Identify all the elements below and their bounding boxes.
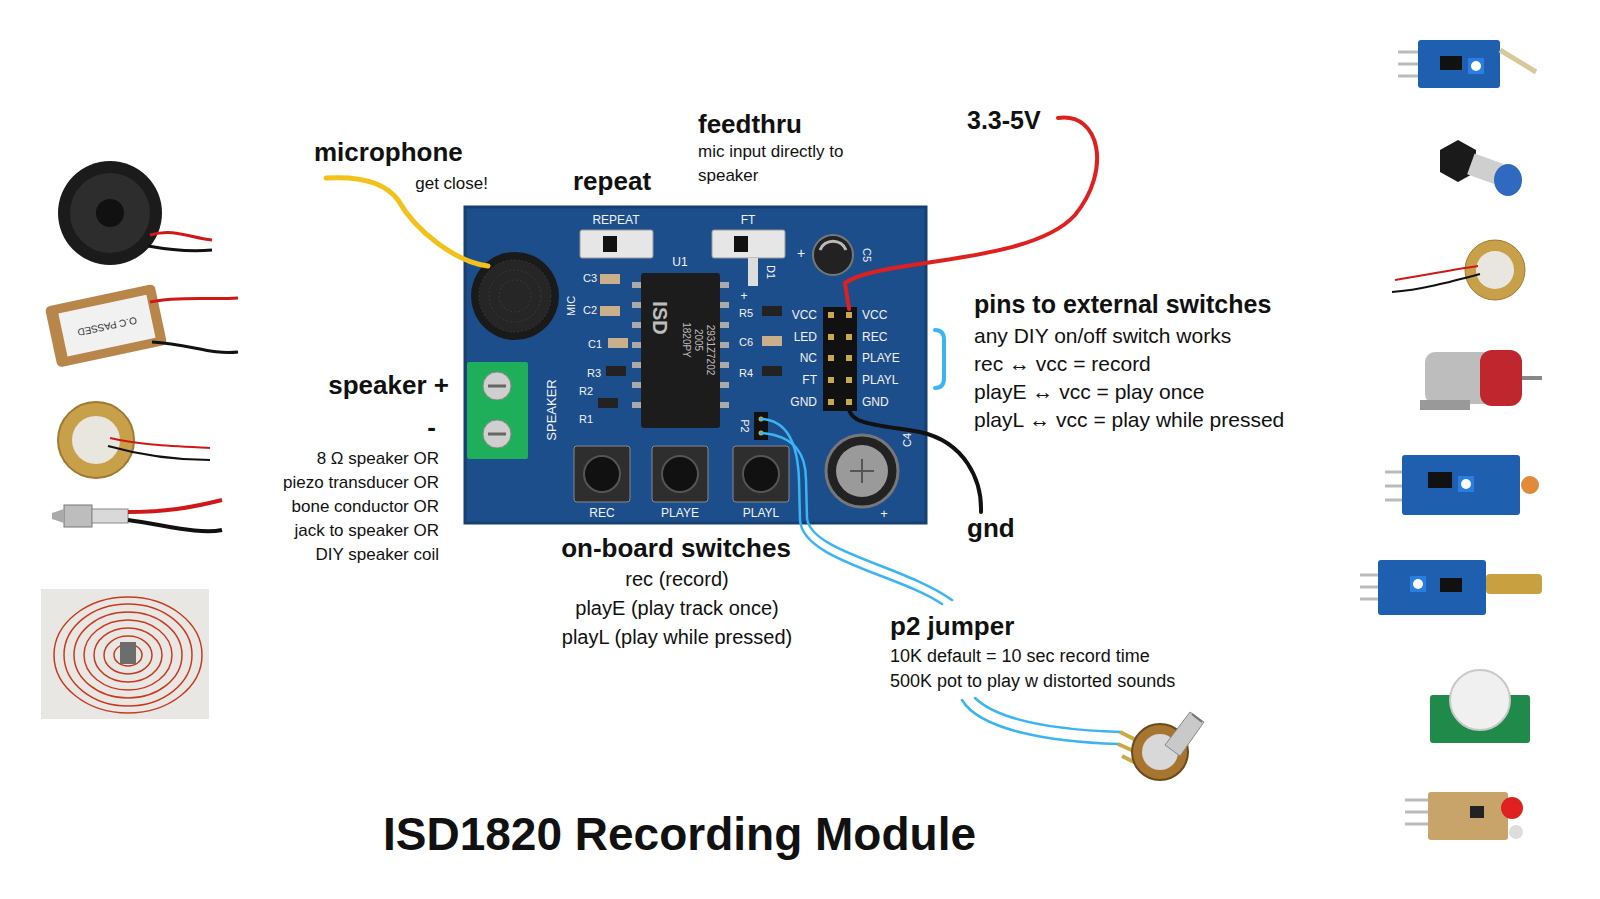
callout-note: 10K default = 10 sec record time: [890, 646, 1150, 668]
callout-heading: repeat: [573, 166, 651, 197]
pin-label: VCC: [792, 308, 817, 322]
pin-label: VCC: [862, 308, 887, 322]
callout-note: playE ↔ vcc = play once: [974, 379, 1205, 404]
callout-note: jack to speaker OR: [294, 521, 439, 541]
button-label: PLAYE: [661, 506, 699, 520]
callout-heading: on-board switches: [561, 533, 791, 564]
silkscreen-label: R5: [739, 307, 753, 320]
pin-label: NC: [800, 351, 817, 365]
callout-note: rec (record): [625, 567, 728, 591]
silkscreen-label: SPEAKER: [544, 379, 560, 440]
pin-label: GND: [790, 395, 817, 409]
pin-label: FT: [802, 373, 817, 387]
callout-heading: feedthru: [698, 109, 802, 140]
chip-marking: ISD: [648, 301, 672, 334]
callout-note: 8 Ω speaker OR: [317, 449, 439, 469]
pin-label: REC: [862, 330, 887, 344]
callout-heading: microphone: [314, 137, 463, 168]
pir-sensor: [1430, 670, 1530, 743]
silkscreen-label: C6: [739, 336, 753, 349]
potentiometer: [1118, 712, 1204, 780]
silkscreen-label: R1: [579, 413, 593, 426]
silkscreen-label: C4: [901, 433, 914, 447]
callout-heading: gnd: [967, 513, 1015, 544]
chip-marking: 1820PY: [680, 322, 692, 358]
light-sensor-module: [1385, 455, 1539, 515]
voltage-label: 3.3-5V: [967, 105, 1041, 135]
laser-module: [1405, 792, 1523, 840]
round-speaker: [58, 161, 212, 265]
push-button: [1440, 140, 1522, 196]
callout-note: 500K pot to play w distorted sounds: [890, 671, 1175, 693]
button-label: REC: [589, 506, 614, 520]
silkscreen-label: +: [797, 245, 805, 262]
callout-note: any DIY on/off switch works: [974, 323, 1231, 348]
silkscreen-label: R2: [579, 385, 593, 398]
callout-note: playL (play while pressed): [562, 625, 792, 649]
callout-heading: speaker +: [328, 370, 449, 401]
callout-heading: pins to external switches: [974, 289, 1271, 319]
silkscreen-label: R4: [739, 367, 753, 380]
pin-label: PLAYL: [862, 373, 898, 387]
callout-note: rec ↔ vcc = record: [974, 351, 1151, 376]
piezo-disc: [1392, 240, 1525, 300]
pin-label: LED: [794, 330, 817, 344]
silkscreen-label: P2: [737, 419, 750, 432]
silkscreen-label: C3: [583, 272, 597, 285]
chip-marking: 2931Z7202: [704, 325, 716, 376]
silkscreen-label: R3: [587, 367, 601, 380]
chip-marking: 2005: [692, 329, 704, 351]
callout-heading: p2 jumper: [890, 611, 1014, 642]
silkscreen-label: C2: [583, 304, 597, 317]
callout-note: piezo transducer OR: [283, 473, 439, 493]
pcb-board: [465, 207, 926, 523]
dc-motor: [1420, 350, 1542, 410]
silkscreen-label: REPEAT: [592, 213, 639, 227]
diagram-title: ISD1820 Recording Module: [383, 807, 976, 862]
speaker-coil: [41, 589, 209, 719]
callout-note: DIY speaker coil: [316, 545, 439, 565]
callout-note: playL ↔ vcc = play while pressed: [974, 407, 1284, 432]
silkscreen-label: +: [740, 289, 747, 303]
callout-note: get close!: [415, 174, 488, 194]
silkscreen-label: C1: [588, 338, 602, 351]
audio-jack: [52, 500, 222, 531]
pin-label: GND: [862, 395, 889, 409]
piezo-disc: [58, 402, 210, 478]
silkscreen-label: +: [880, 506, 888, 522]
mini-speaker: [45, 284, 238, 368]
silkscreen-label: C5: [859, 248, 872, 262]
callout-note: bone conductor OR: [292, 497, 439, 517]
pin-label: PLAYE: [862, 351, 900, 365]
tilt-sensor-module: [1360, 560, 1542, 615]
polarity-label: -: [427, 412, 436, 443]
silkscreen-label: MIC: [565, 296, 578, 316]
callout-note: mic input directly to speaker: [698, 140, 866, 188]
silkscreen-label: D1: [763, 265, 776, 279]
silkscreen-label: FT: [741, 213, 756, 227]
reed-sensor-module: [1398, 40, 1536, 88]
silkscreen-label: U1: [672, 255, 687, 269]
button-label: PLAYL: [743, 506, 779, 520]
callout-note: playE (play track once): [575, 596, 778, 620]
